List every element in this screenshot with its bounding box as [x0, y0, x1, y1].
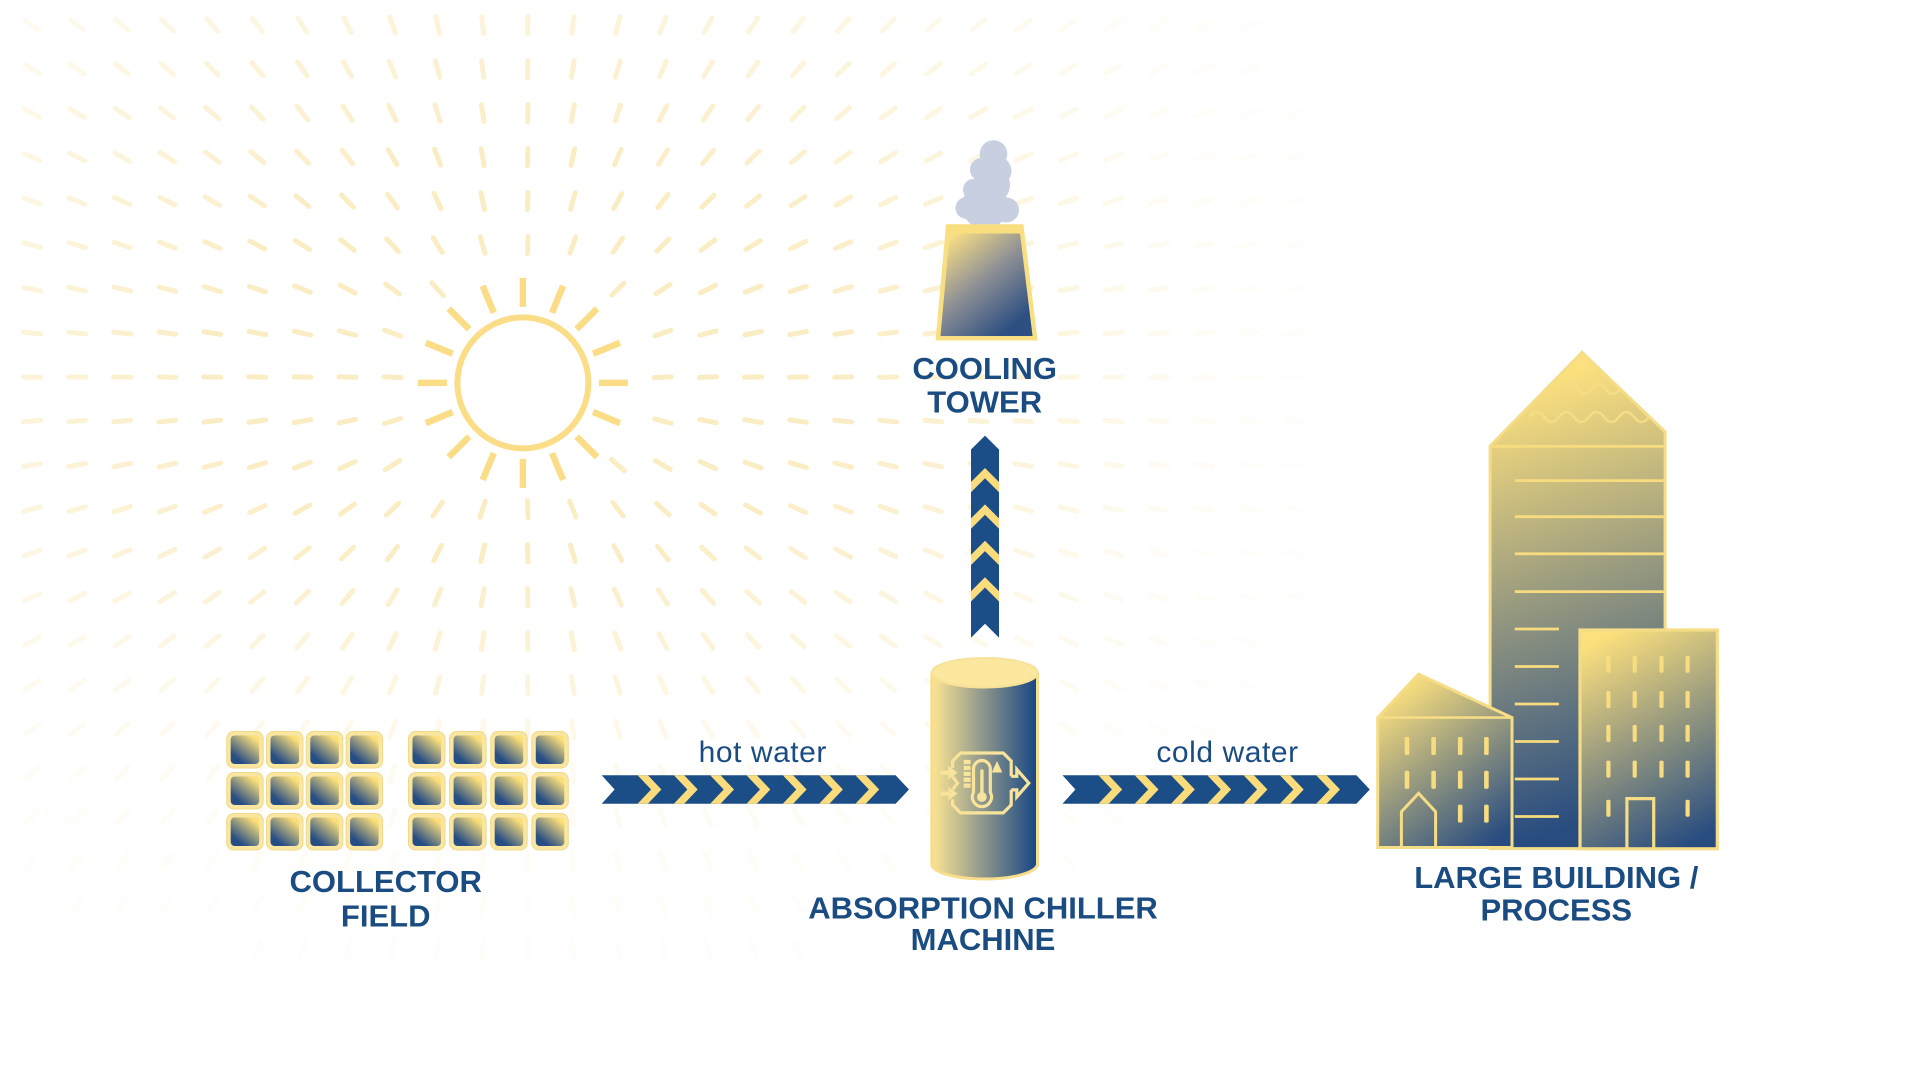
svg-text:ABSORPTION CHILLER: ABSORPTION CHILLER — [808, 890, 1158, 925]
svg-text:MACHINE: MACHINE — [911, 922, 1056, 957]
svg-text:hot water: hot water — [699, 736, 827, 769]
svg-text:LARGE BUILDING /: LARGE BUILDING / — [1414, 860, 1699, 895]
svg-text:FIELD: FIELD — [341, 899, 431, 934]
svg-text:TOWER: TOWER — [927, 385, 1042, 420]
svg-text:COOLING: COOLING — [912, 351, 1057, 386]
svg-text:COLLECTOR: COLLECTOR — [290, 864, 482, 899]
svg-text:cold water: cold water — [1156, 736, 1298, 769]
svg-text:PROCESS: PROCESS — [1480, 893, 1632, 928]
